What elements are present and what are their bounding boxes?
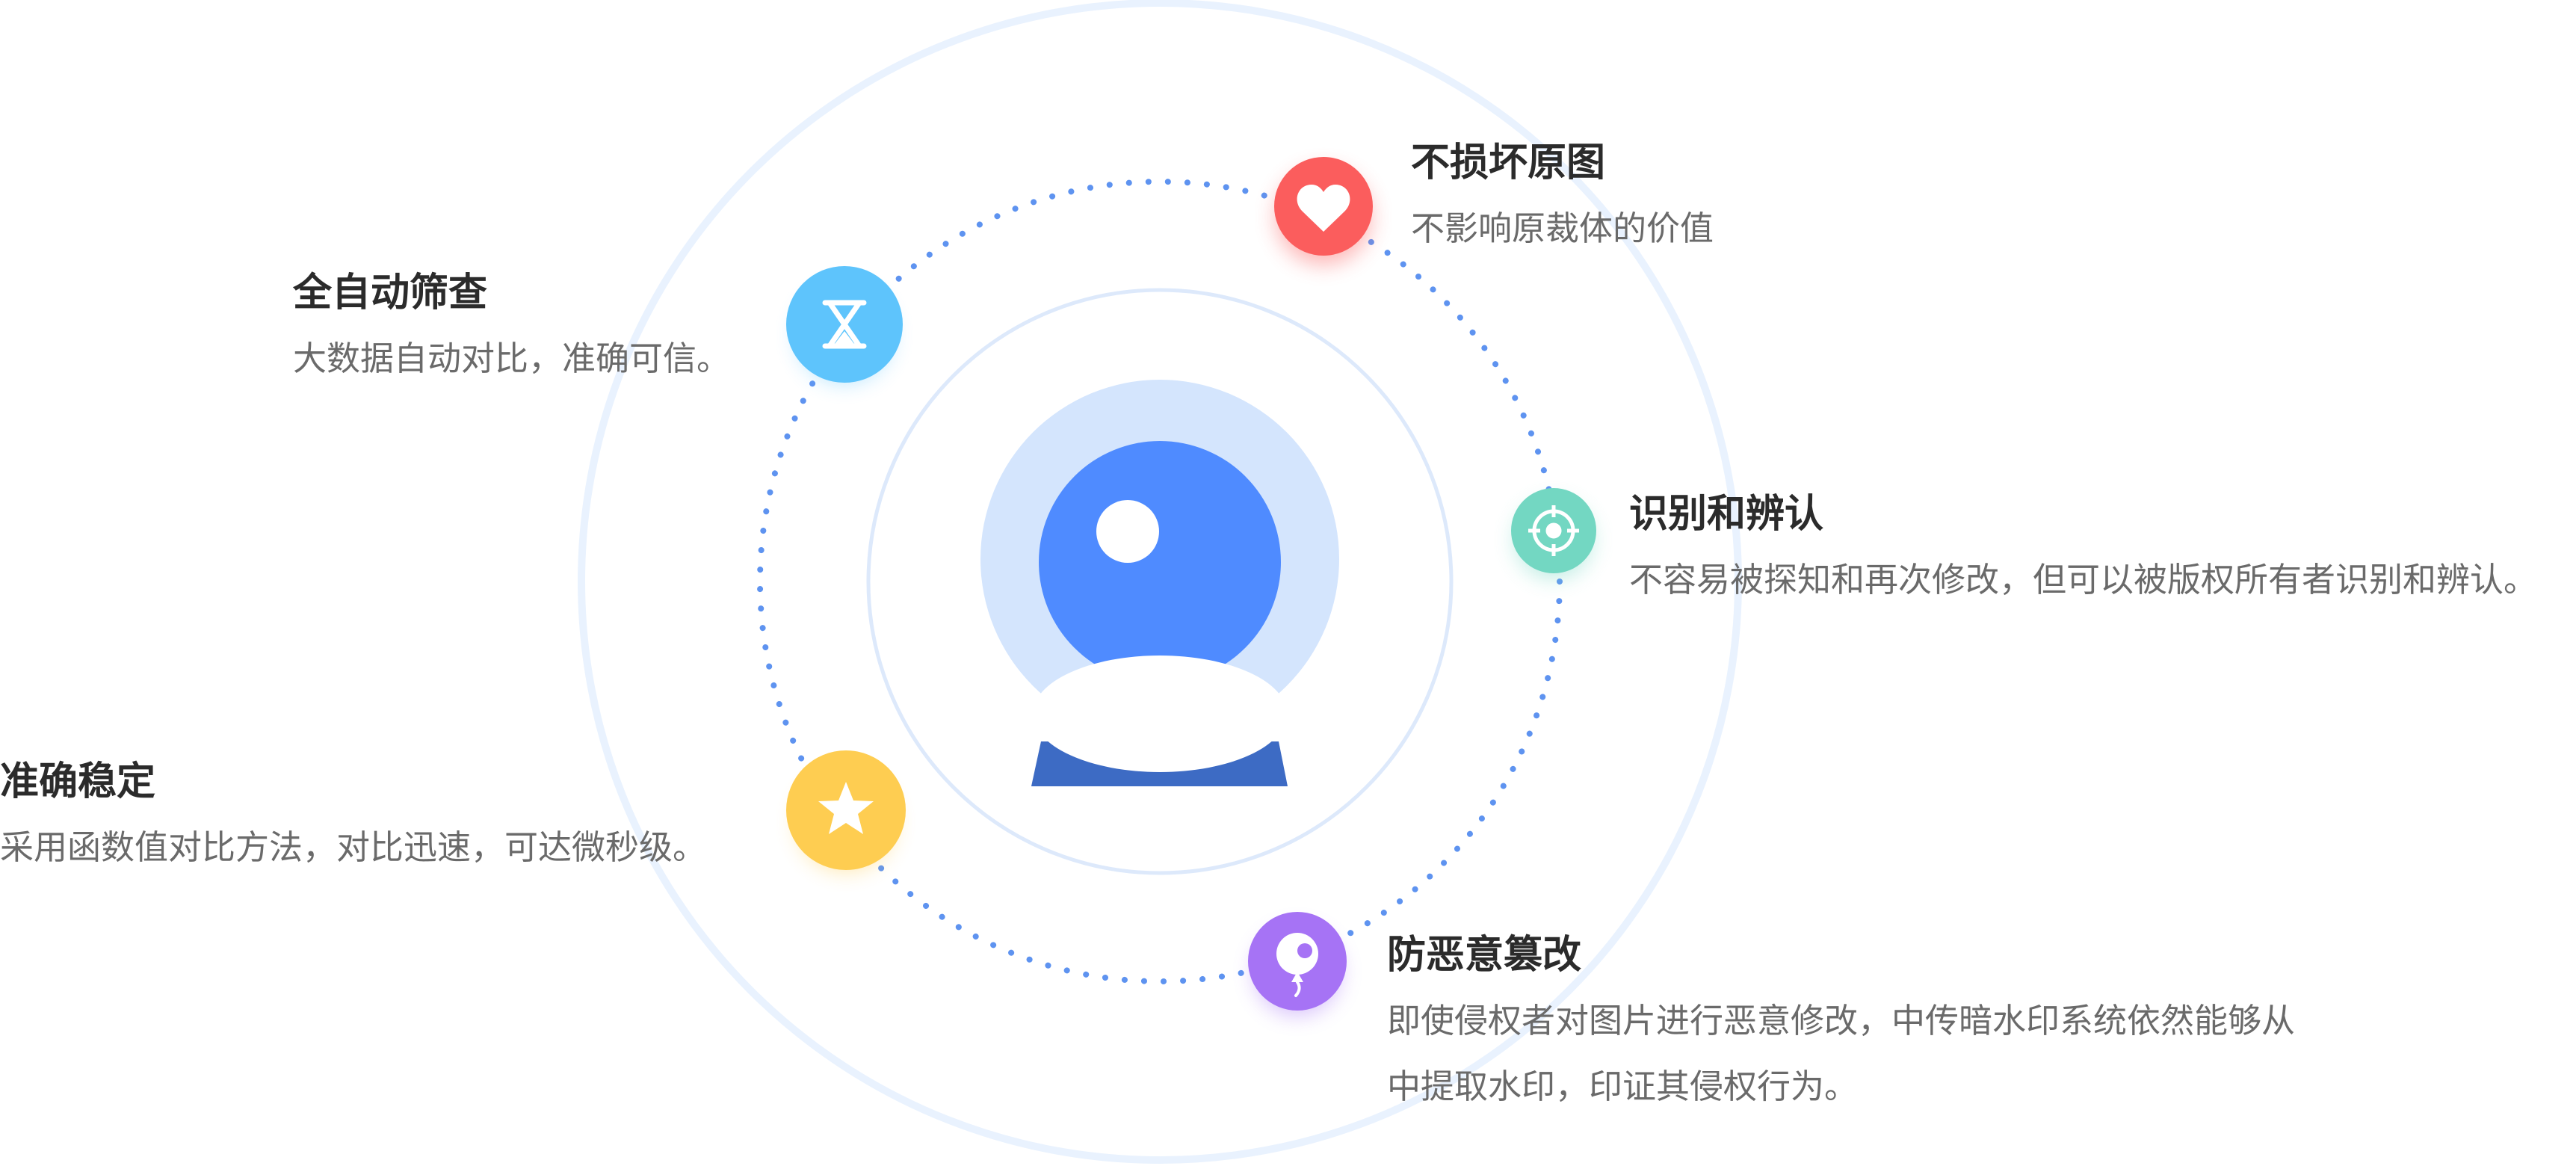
camera-lens — [1039, 441, 1281, 683]
feature-no-damage: 不损坏原图 不影响原裁体的价值 — [1411, 139, 1714, 253]
heart-icon — [1297, 185, 1350, 232]
feature-description: 即使侵权者对图片进行恶意修改，中传暗水印系统依然能够从 中提取水印，印证其侵权行… — [1387, 988, 2295, 1120]
feature-description-line: 即使侵权者对图片进行恶意修改，中传暗水印系统依然能够从 — [1387, 1002, 2296, 1040]
feature-title: 全自动筛查 — [293, 271, 488, 315]
feature-description: 不容易被探知和再次修改，但可以被版权所有者识别和辨认。 — [1629, 561, 2538, 599]
feature-description-line: 中提取水印，印证其侵权行为。 — [1387, 1067, 1859, 1105]
feature-identify: 识别和辨认 不容易被探知和再次修改，但可以被版权所有者识别和辨认。 — [1629, 490, 2537, 604]
feature-description: 采用函数值对比方法，对比迅速，可达微秒级。 — [0, 828, 707, 866]
target-badge — [1511, 488, 1596, 579]
camera-lens-highlight — [1096, 500, 1159, 563]
feature-title: 准确稳定 — [0, 760, 156, 803]
hourglass-icon — [822, 300, 867, 349]
feature-title: 识别和辨认 — [1629, 493, 1824, 536]
target-icon — [1528, 505, 1579, 556]
dotted-orbit — [757, 179, 1563, 984]
feature-anti-tamper: 防恶意篡改 即使侵权者对图片进行恶意修改，中传暗水印系统依然能够从 中提取水印，… — [1387, 931, 2295, 1120]
hourglass-badge — [786, 266, 903, 383]
inner-ring — [866, 288, 1454, 875]
outer-ring — [578, 0, 1742, 1164]
camera-base-cutout — [1033, 656, 1287, 772]
feature-description: 不影响原裁体的价值 — [1411, 209, 1714, 247]
feature-description: 大数据自动对比，准确可信。 — [293, 339, 731, 377]
balloon-badge — [1248, 912, 1347, 1015]
star-icon — [818, 782, 874, 834]
star-badge — [786, 750, 906, 872]
camera-icon — [980, 380, 1339, 786]
heart-badge — [1274, 157, 1373, 265]
balloon-icon — [1276, 933, 1318, 997]
feature-title: 不损坏原图 — [1411, 141, 1606, 185]
feature-title: 防恶意篡改 — [1387, 934, 1582, 977]
feature-auto-screening: 全自动筛查 大数据自动对比，准确可信。 — [293, 269, 730, 383]
feature-accurate-stable: 准确稳定 采用函数值对比方法，对比迅速，可达微秒级。 — [0, 758, 706, 872]
